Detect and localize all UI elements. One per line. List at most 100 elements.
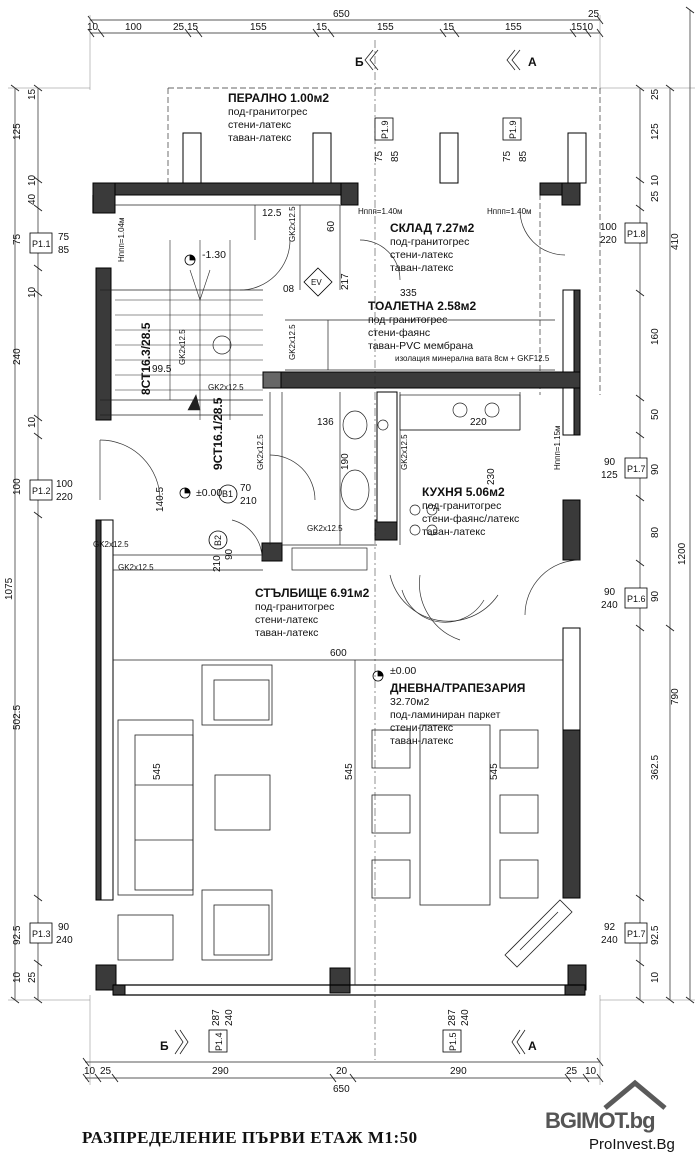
- window-width: 92: [604, 922, 616, 933]
- dim-left-part: 40: [27, 193, 38, 205]
- window-tag: P1.3: [32, 929, 51, 939]
- dim-inner: 12.5: [262, 208, 282, 219]
- dim-left-total: 1075: [4, 577, 15, 600]
- dim-left-part: 100: [12, 478, 23, 495]
- window-height: 220: [600, 235, 617, 246]
- gk-label: GK2x12.5: [93, 540, 129, 549]
- window-tag: P1.1: [32, 239, 51, 249]
- dim-right-part: 25: [650, 190, 661, 202]
- dim-right-part: 362.5: [650, 755, 661, 780]
- watermark-brand: BGIMOT.bg: [545, 1108, 656, 1133]
- dim-bottom-part: 290: [212, 1066, 229, 1077]
- dim-left-part: 10: [27, 174, 38, 186]
- section-b-top: Б: [355, 55, 364, 69]
- fixtures: [212, 335, 521, 571]
- dim-right-part: 90: [650, 590, 661, 602]
- wall-insulation-note: изолация минерална вата 8см + GKF12.5: [395, 354, 550, 363]
- dim-right-part: 50: [650, 408, 661, 420]
- door-v1: В1 70 210: [222, 483, 257, 507]
- section-markers: [174, 40, 526, 1060]
- window-height: 240: [56, 935, 73, 946]
- dim-top-part: 155: [505, 22, 522, 33]
- dim-top-total: 650: [333, 9, 350, 20]
- room-area: 32.70м2: [390, 696, 429, 708]
- window-height: 85: [390, 150, 401, 162]
- dim-top-part: 100: [125, 22, 142, 33]
- dim-left-part: 240: [12, 348, 23, 365]
- room-line: под-гранитогрес: [255, 601, 334, 613]
- door-tag-icons: [208, 484, 238, 550]
- window-tag: P1.9: [508, 120, 518, 139]
- dim-right-part: 125: [650, 123, 661, 140]
- window-width: 287: [211, 1009, 222, 1026]
- window-p1-3: P1.3 90 240: [32, 922, 73, 946]
- dim-top-right: 25: [588, 9, 600, 20]
- window-width: 75: [374, 150, 385, 162]
- room-line: стени-латекс: [255, 614, 318, 626]
- window-width: 75: [502, 150, 513, 162]
- dim-bottom-part: 10: [84, 1066, 96, 1077]
- window-height: 85: [518, 150, 529, 162]
- sill-height-right: Нппп=1.40м: [487, 207, 532, 216]
- room-line: таван-латекс: [228, 132, 291, 144]
- dim-left-part: 10: [12, 971, 23, 983]
- sill-height-stair: Нппп=1.04м: [117, 217, 126, 262]
- window-height: 220: [56, 492, 73, 503]
- room-line: таван-латекс: [255, 627, 318, 639]
- door-height: 210: [240, 496, 257, 507]
- dim-right-part: 90: [650, 463, 661, 475]
- window-tag: P1.9: [380, 120, 390, 139]
- dimension-texts-right: 1200 25 125 10 25 410 160 50 90 80 90 79…: [650, 88, 688, 983]
- window-height: 125: [601, 470, 618, 481]
- door-width: 90: [224, 548, 235, 560]
- dim-right-part: 410: [670, 233, 681, 250]
- level-zero-living: ±0.00: [390, 665, 416, 677]
- room-name: ТОАЛЕТНА 2.58м2: [368, 299, 477, 313]
- dim-top-part: 155: [250, 22, 267, 33]
- dim-top-part: 155: [377, 22, 394, 33]
- gk-label: GK2x12.5: [288, 324, 297, 360]
- dim-right-part: 25: [650, 88, 661, 100]
- dim-right-part: 10: [650, 971, 661, 983]
- room-name: ДНЕВНА/ТРАПЕЗАРИЯ: [390, 681, 525, 695]
- staircase: [115, 240, 263, 420]
- window-p1-6: P1.6 90 240: [601, 587, 646, 611]
- dim-top-part: 15: [316, 22, 328, 33]
- room-line: стени-латекс: [228, 119, 291, 131]
- partition-labels: GK2x12.5 GK2x12.5 GK2x12.5 GK2x12.5 GK2x…: [93, 206, 409, 572]
- gk-label: GK2x12.5: [400, 434, 409, 470]
- window-height: 240: [601, 600, 618, 611]
- window-width: 287: [447, 1009, 458, 1026]
- dim-inner: 545: [152, 763, 163, 780]
- window-width: 90: [604, 587, 616, 598]
- dim-left-part: 10: [27, 416, 38, 428]
- window-p1-2: P1.2 100 220: [32, 479, 73, 503]
- room-line: стени-латекс: [390, 722, 453, 734]
- door-v2: В2 90 210: [212, 535, 235, 572]
- window-p1-9-left: P1.9 75 85: [374, 120, 401, 162]
- room-line: таван-латекс: [390, 262, 453, 274]
- dim-inner: 545: [489, 763, 500, 780]
- room-line: под-гранитогрес: [228, 106, 307, 118]
- room-name: КУХНЯ 5.06м2: [422, 485, 505, 499]
- door-swings: [99, 209, 581, 641]
- dim-left-part: 25: [27, 971, 38, 983]
- stair-code-top: 8СТ16.3/28.5: [139, 322, 153, 395]
- dim-right-total: 1200: [677, 542, 688, 565]
- window-tag: P1.8: [627, 229, 646, 239]
- dim-inner: 600: [330, 648, 347, 659]
- drawing-title: РАЗПРЕДЕЛЕНИЕ ПЪРВИ ЕТАЖ М1:50: [82, 1128, 418, 1147]
- window-height: 240: [601, 935, 618, 946]
- dimension-texts-inner: 335 600 545 545 545 136 190 230 217 99.5…: [152, 208, 500, 780]
- room-name: ПЕРАЛНО 1.00м2: [228, 91, 329, 105]
- section-b-bottom: Б: [160, 1039, 169, 1053]
- room-line: под-ламиниран паркет: [390, 709, 501, 721]
- window-width: 90: [604, 457, 616, 468]
- window-tags: [29, 117, 648, 1053]
- dim-left-part: 502.5: [12, 705, 23, 730]
- dim-inner: 136: [317, 417, 334, 428]
- dim-right-part: 92.5: [650, 925, 661, 945]
- living-furniture: [117, 664, 573, 968]
- level-minus: -1.30: [202, 249, 226, 261]
- room-living-dining: ДНЕВНА/ТРАПЕЗАРИЯ 32.70м2 под-ламиниран …: [390, 681, 525, 747]
